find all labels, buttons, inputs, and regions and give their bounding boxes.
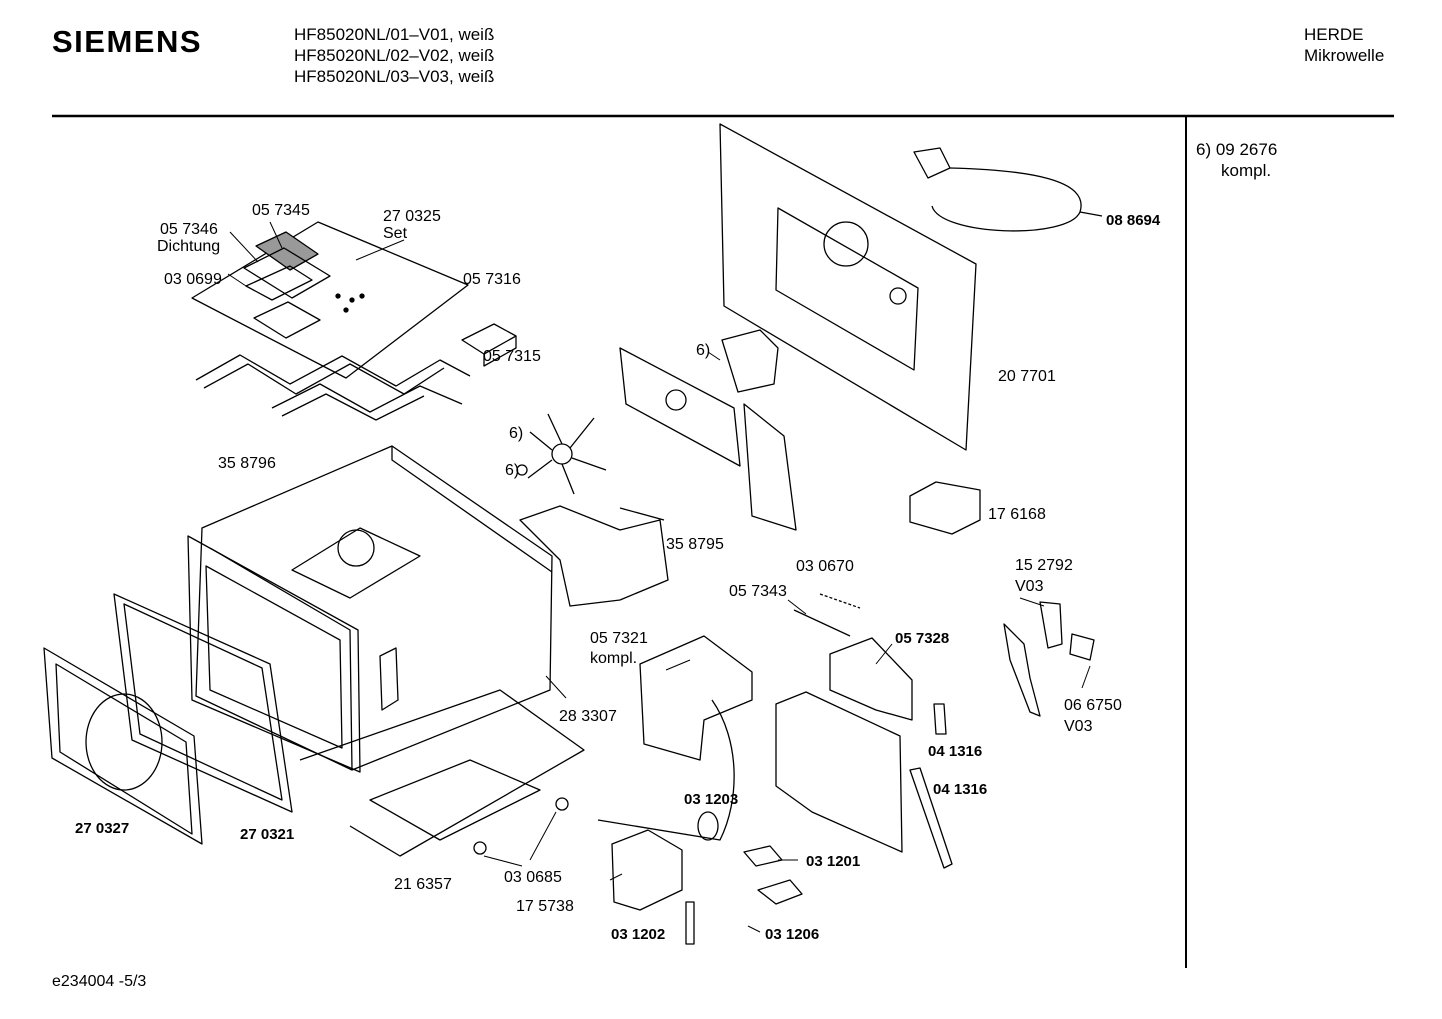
label-031206: 03 1206 [765, 926, 820, 943]
label-207701: 20 7701 [998, 368, 1056, 385]
label-030699: 03 0699 [164, 271, 222, 288]
label-v03-b: V03 [1064, 718, 1093, 735]
strip-041316-b [909, 767, 953, 869]
label-note-6-motor: 6) [696, 342, 711, 359]
label-358796: 35 8796 [218, 455, 276, 472]
door-frame-270321 [113, 593, 293, 813]
latch-057328 [829, 637, 913, 721]
model-line-1: HF85020NL/01–V01, weiß [294, 25, 495, 44]
label-030670: 03 0670 [796, 558, 854, 575]
label-030685: 03 0685 [504, 869, 562, 886]
fan-motor [721, 329, 779, 393]
side-note-part: 6) 09 2676 [1196, 140, 1278, 159]
label-216357: 21 6357 [394, 876, 452, 893]
label-057315: 05 7315 [483, 348, 541, 365]
leader-lines [227, 221, 1091, 933]
label-057316: 05 7316 [463, 271, 521, 288]
model-line-3: HF85020NL/03–V03, weiß [294, 67, 495, 86]
footer-code: e234004 -5/3 [52, 973, 147, 990]
bottom-tray [299, 689, 585, 857]
label-note-6-nut: 6) [505, 462, 520, 479]
heating-element-upper [195, 354, 471, 421]
label-057345: 05 7345 [252, 202, 310, 219]
relay-031201 [743, 845, 783, 867]
label-v03-a: V03 [1015, 578, 1044, 595]
motor-mount-plate [619, 347, 741, 467]
model-line-2: HF85020NL/02–V02, weiß [294, 46, 495, 65]
label-041316-a: 04 1316 [928, 743, 983, 760]
door-panel-270327 [43, 647, 203, 845]
microswitch-152792 [1039, 601, 1063, 649]
category-line-1: HERDE [1304, 25, 1364, 44]
foot-030685-b [555, 797, 569, 811]
label-176168: 17 6168 [988, 506, 1046, 523]
label-057343: 05 7343 [729, 583, 787, 600]
label-270321: 27 0321 [240, 826, 295, 843]
knob-031203 [697, 811, 719, 841]
label-kompl: kompl. [590, 650, 638, 667]
air-duct [743, 403, 797, 531]
label-152792: 15 2792 [1015, 557, 1073, 574]
power-cable-088694 [913, 147, 1103, 232]
top-plate [191, 221, 469, 379]
pad-041316-a [933, 703, 947, 735]
label-358795: 35 8795 [666, 536, 724, 553]
label-note-6-fan: 6) [509, 425, 524, 442]
heating-element-lower [519, 505, 669, 607]
timer-175738 [611, 829, 683, 911]
label-057346: 05 7346 [160, 221, 218, 238]
label-270327: 27 0327 [75, 820, 130, 837]
side-note-kompl: kompl. [1221, 161, 1272, 180]
category-line-2: Mikrowelle [1304, 46, 1385, 65]
label-031203: 03 1203 [684, 791, 739, 808]
label-088694: 08 8694 [1106, 212, 1161, 229]
rod-057343 [793, 609, 851, 637]
label-270325: 27 0325 [383, 208, 441, 225]
brand-logo: SIEMENS [52, 24, 203, 59]
label-031202: 03 1202 [611, 926, 666, 943]
label-031201: 03 1201 [806, 853, 861, 870]
fan-blade [527, 413, 607, 495]
label-057328: 05 7328 [895, 630, 950, 647]
label-set: Set [383, 225, 408, 242]
label-041316-b: 04 1316 [933, 781, 988, 798]
switch-031206-base [757, 879, 803, 905]
label-dichtung: Dichtung [157, 238, 221, 255]
label-175738: 17 5738 [516, 898, 574, 915]
back-panel-207701 [719, 123, 977, 451]
microswitch-066750 [1069, 633, 1095, 661]
part-031202 [685, 901, 695, 945]
fan-nut [516, 464, 528, 476]
transformer-176168 [909, 481, 981, 535]
label-066750: 06 6750 [1064, 697, 1122, 714]
bracket-057316 [461, 323, 517, 367]
label-057321: 05 7321 [590, 630, 648, 647]
label-283307: 28 3307 [559, 708, 617, 725]
side-panel [775, 691, 903, 853]
oven-cavity [187, 445, 553, 773]
switch-assembly-057321 [597, 635, 753, 841]
foot-030685-a [473, 841, 487, 855]
lever-152792 [1003, 623, 1041, 717]
spring-030670 [819, 593, 861, 609]
